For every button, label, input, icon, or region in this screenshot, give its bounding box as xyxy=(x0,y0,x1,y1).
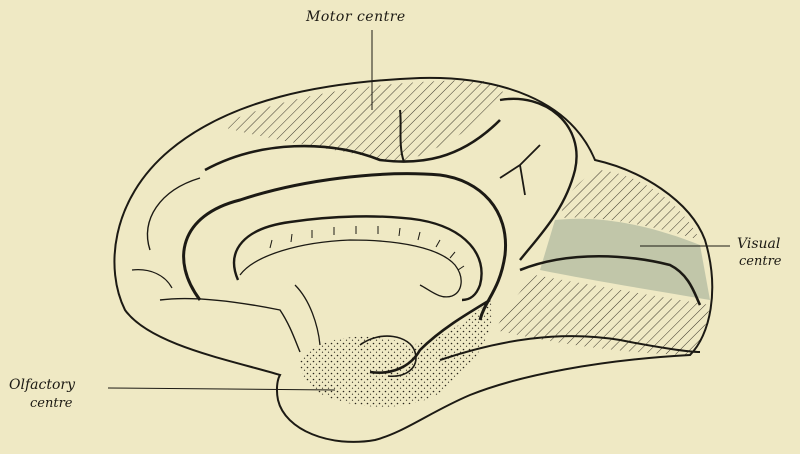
motor-centre-hatched-area xyxy=(226,80,503,163)
corpus-callosum-outer-arc xyxy=(184,174,506,320)
fornix-arc xyxy=(240,240,461,297)
olfactory-centre-label-line2: centre xyxy=(30,396,72,412)
frontal-sulcus-mid xyxy=(132,270,172,288)
visual-centre-label-line2: centre xyxy=(739,254,781,270)
corpus-callosum-inner-arc xyxy=(234,216,481,300)
frontal-sulcus-lower xyxy=(160,298,300,352)
frontal-sulcus-upper xyxy=(147,178,200,250)
visual-centre-label-line1: Visual xyxy=(737,236,780,252)
precuneus-sulcus xyxy=(500,145,540,195)
callosum-striations xyxy=(270,226,464,270)
olfactory-centre-label-line1: Olfactory xyxy=(9,377,75,393)
subcallosal-curve xyxy=(295,285,320,345)
olfactory-leader-line xyxy=(108,388,335,390)
motor-centre-label: Motor centre xyxy=(306,9,406,25)
